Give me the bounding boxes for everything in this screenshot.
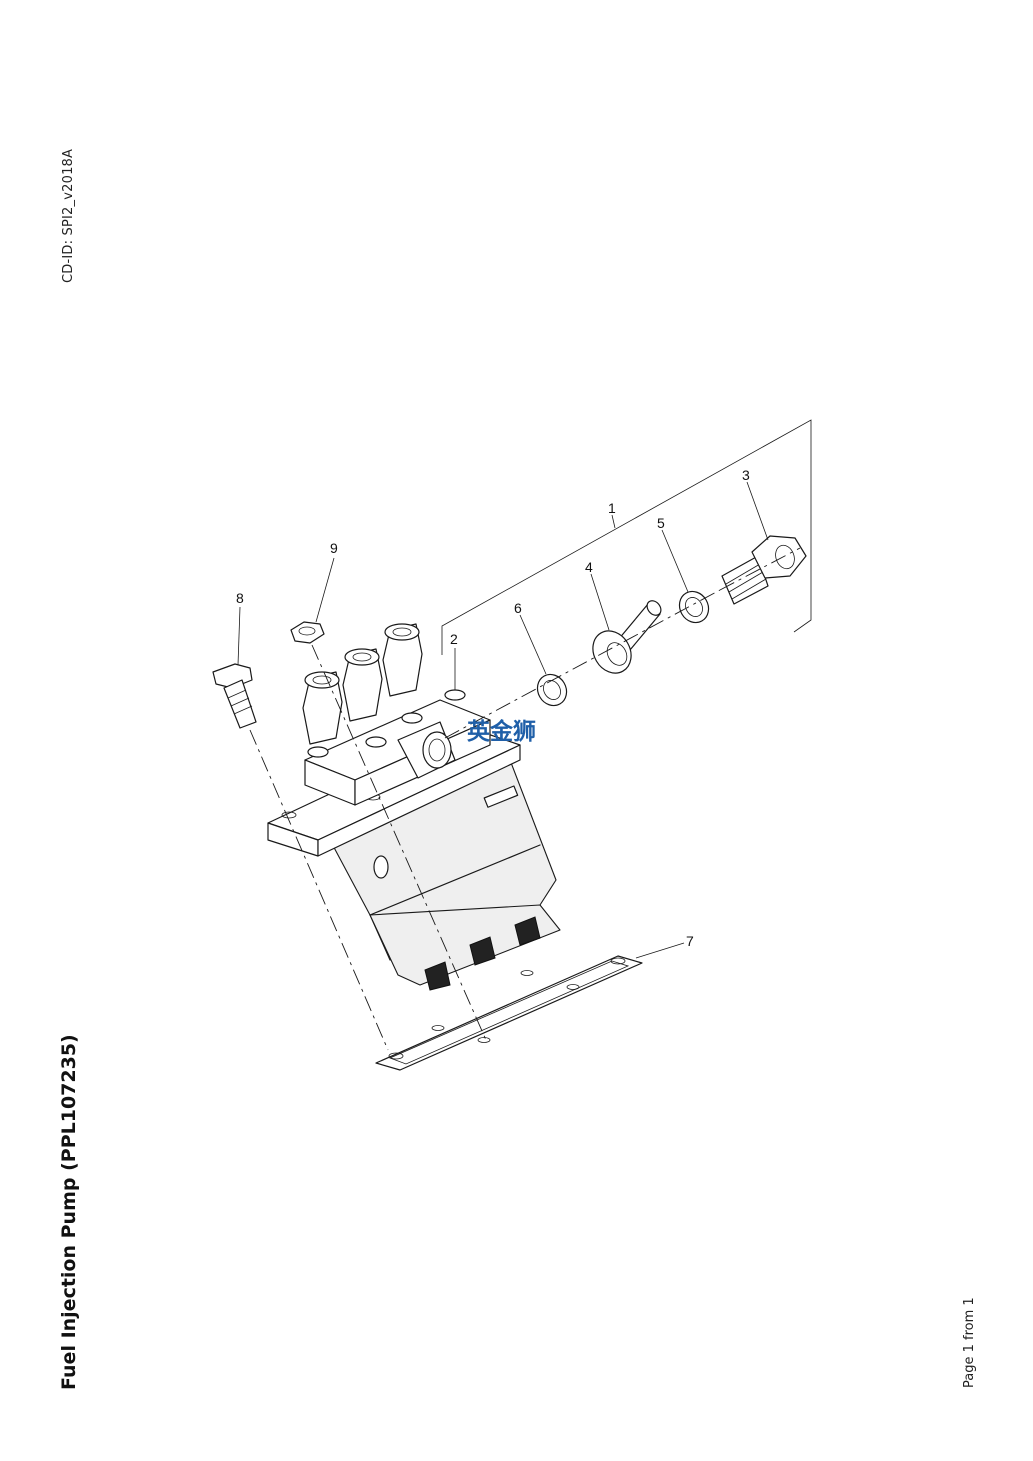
callout-7: 7 [686,933,694,949]
bolt-part [212,663,257,729]
seal-ring-part [536,590,710,707]
callout-9: 9 [330,540,338,556]
item-1-bracket [441,419,812,655]
banjo-fitting-part [592,600,662,674]
callout-labels: 1 2 3 4 5 6 7 8 9 [236,467,750,949]
callout-8: 8 [236,590,244,606]
pump-body [267,623,561,991]
callout-3: 3 [742,467,750,483]
leader-lines [237,481,769,959]
callout-2: 2 [450,631,458,647]
watermark-text: 英金狮 [467,718,536,745]
callout-1: 1 [608,500,616,516]
callout-4: 4 [585,559,593,575]
gasket-part [375,955,643,1071]
callout-5: 5 [657,515,665,531]
nut-part [290,621,325,644]
callout-6: 6 [514,600,522,616]
banjo-bolt-part [721,535,807,605]
assembly-axes [249,547,801,1051]
